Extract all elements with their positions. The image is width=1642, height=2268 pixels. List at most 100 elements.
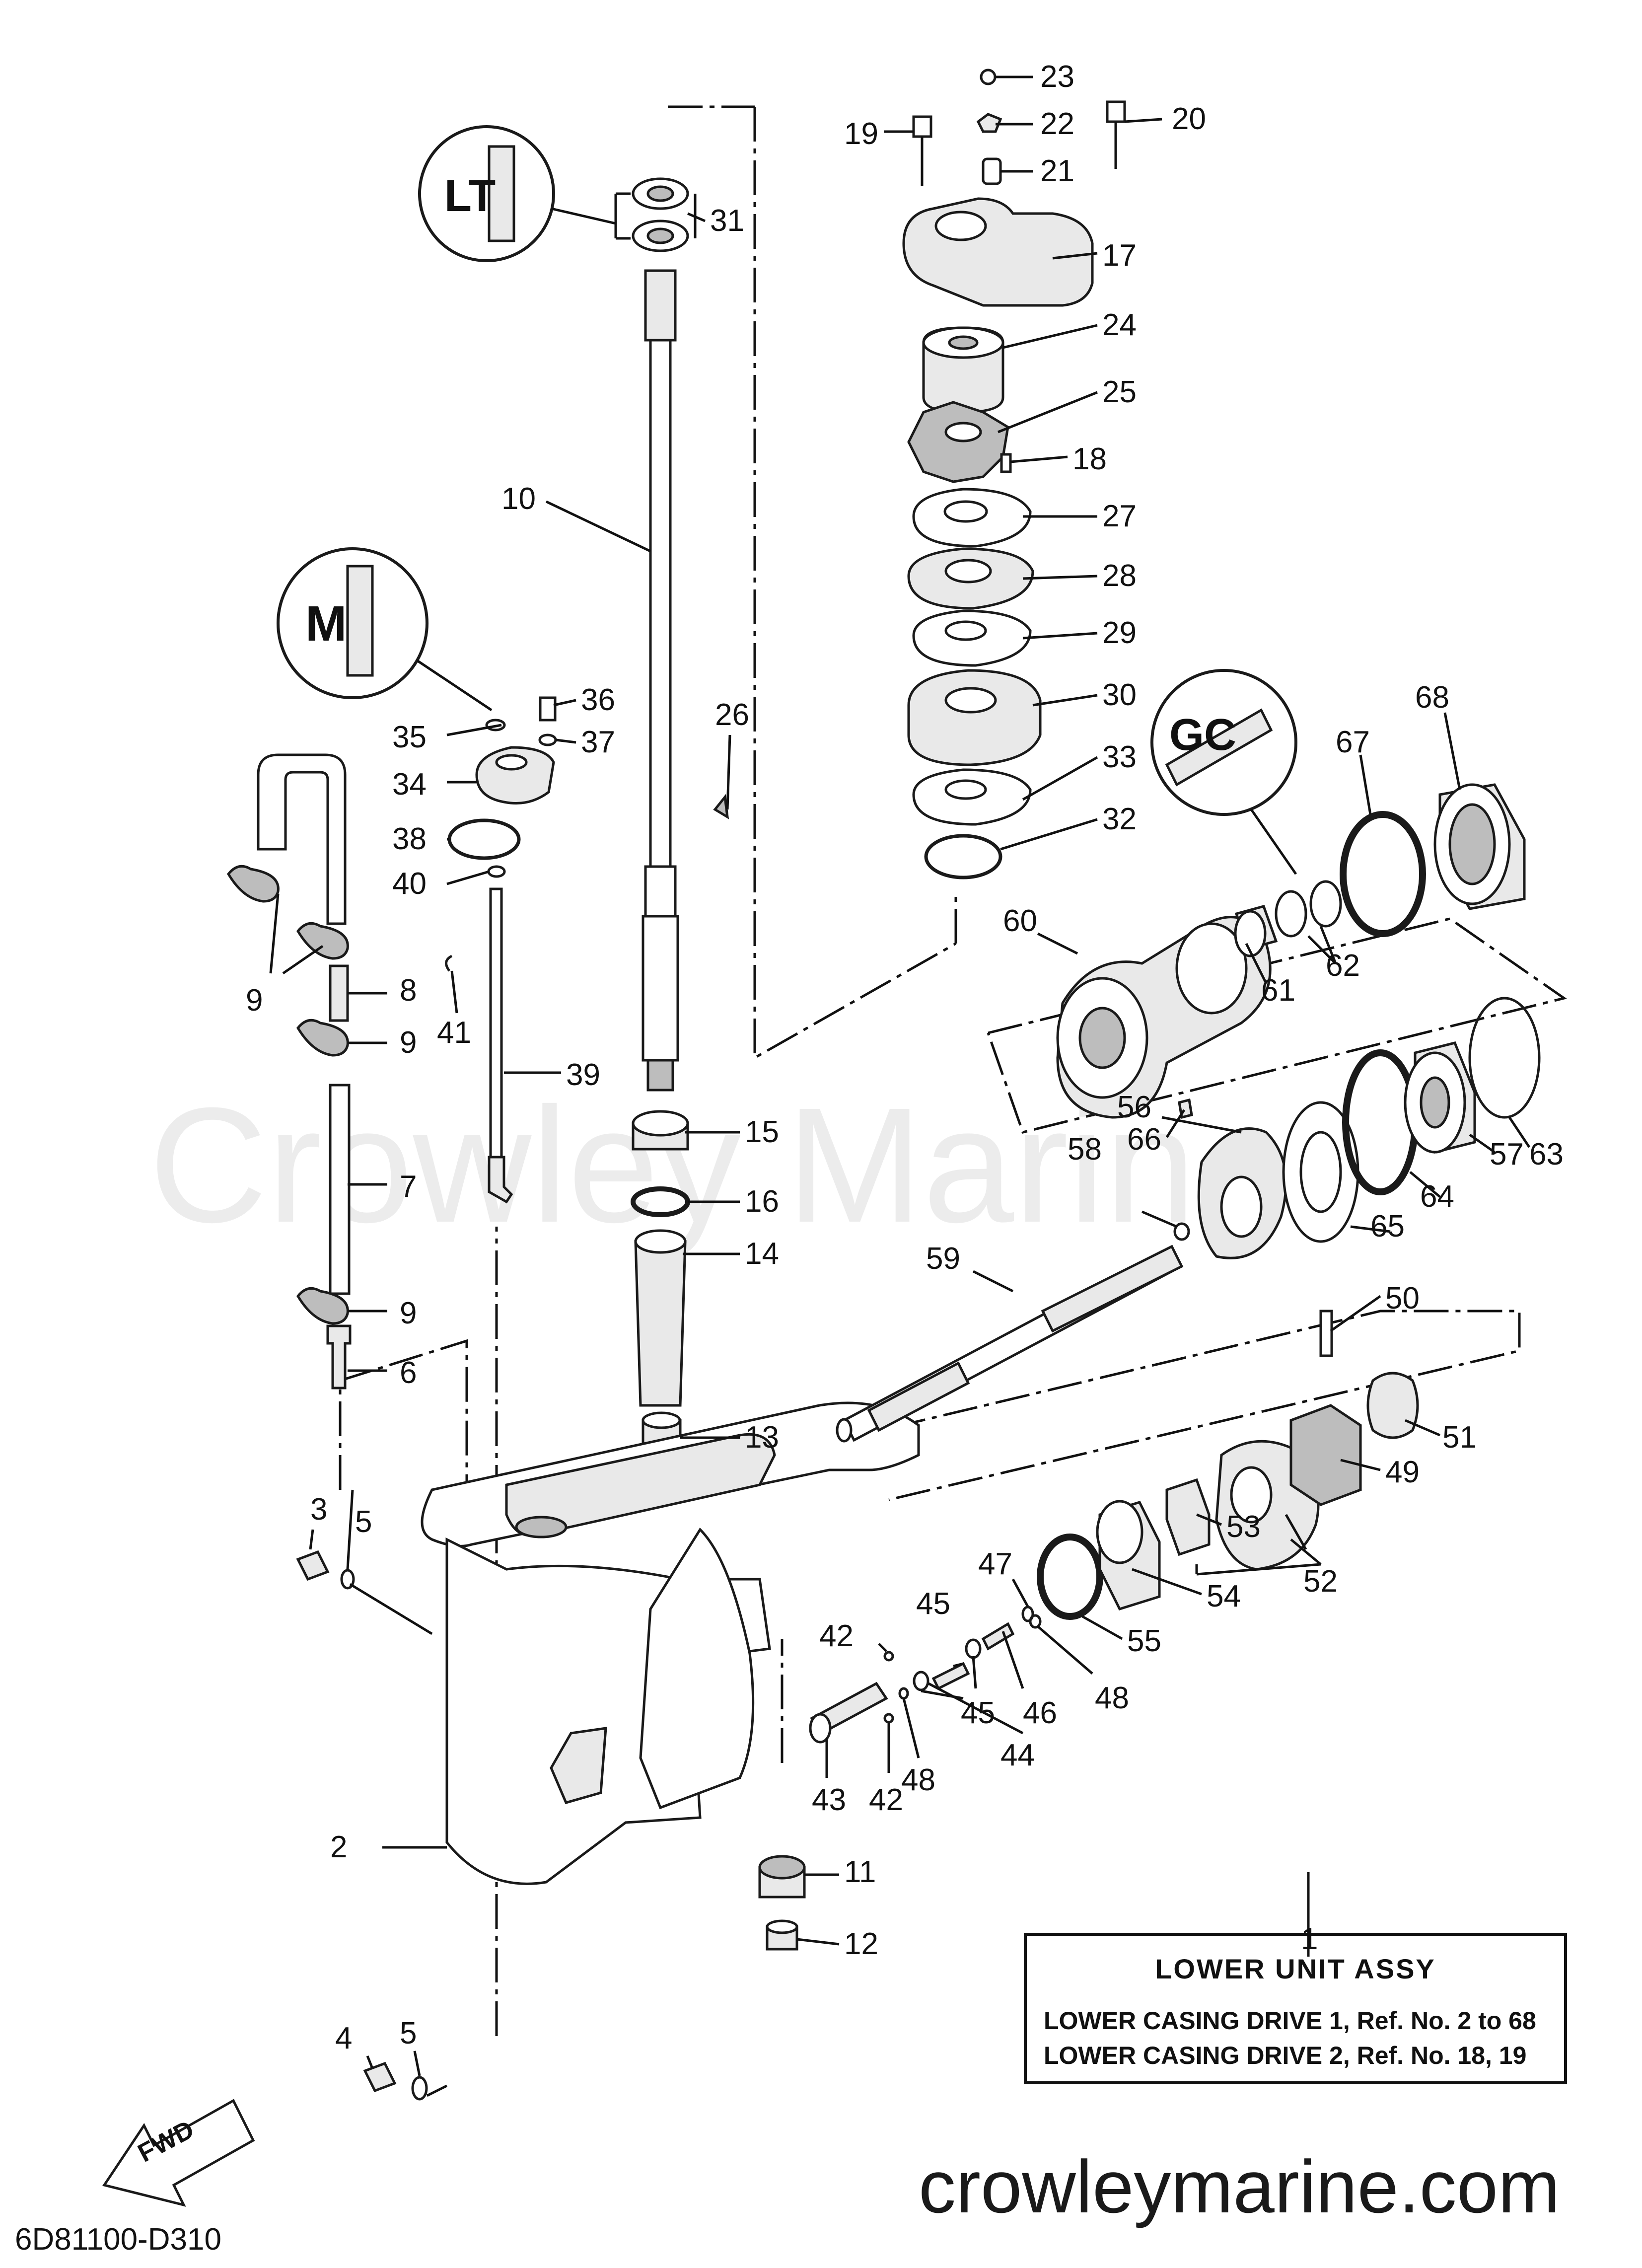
part-water-hose — [257, 753, 347, 925]
callout-numbers: 1 2 3 4 5 5 6 7 8 9 9 9 10 11 12 13 14 1… — [246, 60, 1564, 2055]
callout-38: 38 — [392, 822, 427, 856]
callout-13: 13 — [745, 1420, 779, 1455]
callout-1: 1 — [1301, 1922, 1318, 1956]
part-38-o-ring — [447, 818, 521, 860]
callout-25: 25 — [1102, 375, 1137, 409]
site-url: crowleymarine.com — [919, 2145, 1560, 2228]
part-39-shift-rod — [489, 887, 503, 1159]
callout-48a: 48 — [901, 1763, 935, 1797]
callout-57: 57 — [1490, 1137, 1524, 1171]
part-67-claw-washer — [1340, 811, 1426, 937]
reverse-gear-group — [1056, 783, 1541, 1259]
callout-15: 15 — [745, 1115, 779, 1149]
part-62-oil-seal-b — [1309, 880, 1342, 928]
part-42-ball-b — [883, 1713, 894, 1724]
callout-37: 37 — [581, 725, 615, 759]
shift-rod-group — [445, 696, 557, 1204]
part-9-grommet-b — [296, 922, 349, 960]
callout-5: 5 — [355, 1505, 372, 1539]
part-37-washer — [538, 733, 557, 746]
callout-66: 66 — [1127, 1122, 1161, 1157]
shift-plunger-group — [809, 1606, 1042, 1744]
callout-32: 32 — [1102, 802, 1137, 836]
part-36-bolt — [539, 696, 557, 722]
part-17-pump-housing — [902, 197, 1094, 307]
callout-54: 54 — [1207, 1579, 1241, 1613]
part-9-grommet-d — [296, 1287, 349, 1325]
callout-36: 36 — [581, 683, 615, 717]
callout-34: 34 — [392, 767, 427, 802]
callout-19: 19 — [844, 117, 878, 151]
callout-3: 3 — [310, 1492, 327, 1527]
assy-line-1: LOWER CASING DRIVE 1, Ref. No. 2 to 68 — [1044, 2007, 1536, 2035]
leader-lines — [269, 75, 1531, 2097]
callout-35: 35 — [392, 720, 427, 754]
callout-45a: 45 — [916, 1587, 950, 1621]
part-49-dog-clutch — [1289, 1404, 1362, 1506]
callout-62: 62 — [1326, 949, 1360, 983]
lubricant-callout-m: M — [277, 547, 493, 712]
part-51-spring — [1366, 1372, 1419, 1439]
lubricant-mark-gc: GC — [1169, 710, 1236, 760]
part-8-spring — [329, 964, 349, 1022]
part-4-plug — [363, 2061, 397, 2093]
part-10-drive-shaft — [649, 339, 672, 868]
part-48-circlip-a — [898, 1687, 909, 1700]
drive-shaft-group — [631, 177, 729, 1457]
fwd-arrow: FWD — [102, 2099, 255, 2207]
part-61-needle-bearing — [1234, 904, 1278, 957]
callout-28: 28 — [1102, 559, 1137, 593]
part-30-base-plate — [907, 669, 1042, 766]
part-44-pin — [931, 1662, 970, 1690]
assy-line-2: LOWER CASING DRIVE 2, Ref. No. 18, 19 — [1044, 2042, 1527, 2069]
part-32-o-ring — [924, 834, 1002, 879]
callout-2: 2 — [330, 1830, 347, 1864]
lubricant-mark-m: M — [305, 596, 347, 652]
callout-12: 12 — [844, 1927, 878, 1961]
callout-14: 14 — [745, 1237, 779, 1271]
callout-59: 59 — [926, 1242, 960, 1276]
part-63-o-ring — [1468, 997, 1541, 1119]
part-55-shim — [1037, 1534, 1103, 1620]
part-53-bearing — [1165, 1478, 1211, 1556]
callout-20: 20 — [1172, 102, 1206, 136]
part-9-grommet-c — [296, 1019, 349, 1057]
callout-33: 33 — [1102, 740, 1137, 774]
propeller-shaft-group — [836, 1222, 1190, 1443]
part-57-ball-bearing — [1404, 1041, 1476, 1154]
part-21-sleeve — [982, 157, 1002, 185]
lower-unit-assy-box: LOWER UNIT ASSY LOWER CASING DRIVE 1, Re… — [1024, 1933, 1567, 2084]
callout-24: 24 — [1102, 308, 1137, 342]
part-14-sleeve — [634, 1240, 687, 1407]
callout-21: 21 — [1040, 154, 1074, 188]
assy-title: LOWER UNIT ASSY — [1155, 1953, 1436, 1984]
callout-23: 23 — [1040, 60, 1074, 94]
part-9-grommet-a — [226, 865, 280, 903]
callout-9c: 9 — [400, 1296, 417, 1330]
callout-68: 68 — [1415, 680, 1449, 715]
part-40-o-ring — [487, 865, 506, 878]
part-2-lower-casing — [421, 1401, 920, 1885]
callout-60: 60 — [1003, 904, 1037, 938]
callout-16: 16 — [745, 1184, 779, 1219]
part-62-oil-seal-a — [1275, 890, 1307, 938]
diagram-code: 6D81100-D310 — [15, 2222, 221, 2257]
pinion-group — [758, 1855, 806, 1951]
part-10-splines — [644, 269, 677, 342]
callout-47: 47 — [978, 1547, 1012, 1581]
callout-55: 55 — [1127, 1624, 1161, 1658]
lubricant-callout-lt: LT — [418, 125, 616, 262]
part-64-shim — [1342, 1049, 1419, 1195]
lubricant-callout-gc: GC — [1150, 669, 1297, 875]
callout-63: 63 — [1529, 1137, 1564, 1171]
part-60-bearing-housing — [1056, 916, 1272, 1119]
callout-29: 29 — [1102, 616, 1137, 650]
part-26-key — [713, 794, 729, 819]
part-50-cross-pin — [1319, 1310, 1333, 1357]
callout-8: 8 — [400, 973, 417, 1008]
callout-18: 18 — [1072, 442, 1107, 476]
callout-31: 31 — [710, 204, 744, 238]
callout-56: 56 — [1117, 1090, 1151, 1124]
callout-5b: 5 — [400, 2016, 417, 2050]
